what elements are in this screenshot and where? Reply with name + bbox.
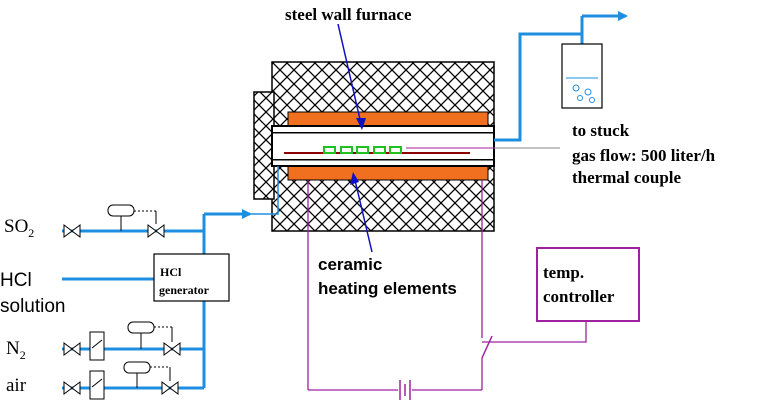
tube-inner-wall-bottom <box>272 159 494 161</box>
label-to-stuck: to stuck <box>572 121 630 140</box>
label-temp: temp. <box>543 263 584 282</box>
label-steel-wall-furnace: steel wall furnace <box>285 5 412 24</box>
valve-icon <box>63 224 81 238</box>
label-hcl-generator-1: HCl <box>160 265 182 279</box>
label-hcl-solution-2: solution <box>0 296 66 317</box>
n2-valves <box>63 321 181 361</box>
label-gas-flow: gas flow: 500 liter/h <box>572 146 716 165</box>
electrical-circuit <box>307 180 587 391</box>
arrowhead-ceramic <box>350 172 359 185</box>
arrow-ceramic <box>353 175 373 253</box>
label-thermal-couple: thermal couple <box>572 168 682 187</box>
label-hcl-solution-1: HCl <box>0 270 32 291</box>
flow-regulator-icon <box>127 321 155 334</box>
arrow-steel-wall <box>337 23 363 129</box>
bubbler <box>561 43 603 109</box>
control-valve-icon <box>161 381 179 395</box>
tube-inlet-connector <box>250 166 279 215</box>
label-controller: controller <box>543 287 615 306</box>
label-hcl-generator-2: generator <box>159 283 210 297</box>
valve-icon <box>63 342 81 356</box>
flow-meter-icon <box>89 370 105 400</box>
air-valves <box>63 361 179 400</box>
label-n2: N2 <box>6 338 26 362</box>
furnace <box>253 61 495 232</box>
tube-inner-wall-top <box>272 132 494 134</box>
flow-meter-icon <box>89 331 105 361</box>
heater-top <box>287 111 489 127</box>
battery-icon <box>399 380 411 400</box>
label-so2: SO2 <box>4 216 34 240</box>
heater-bottom <box>287 165 489 181</box>
label-heating-elements: heating elements <box>318 279 457 298</box>
hcl-generator-box <box>153 253 230 302</box>
temp-controller-box <box>536 247 640 322</box>
control-valve-icon <box>163 342 181 356</box>
flow-regulator-icon <box>107 204 135 217</box>
switch-blade <box>481 335 493 359</box>
control-valve-icon <box>147 224 165 238</box>
heating-coils <box>323 146 402 154</box>
valve-icon <box>63 381 81 395</box>
label-air: air <box>6 375 27 396</box>
arrowhead-steel-wall <box>356 118 366 130</box>
label-ceramic: ceramic <box>318 255 382 274</box>
so2-valves <box>63 204 165 238</box>
flow-regulator-icon <box>123 361 151 374</box>
